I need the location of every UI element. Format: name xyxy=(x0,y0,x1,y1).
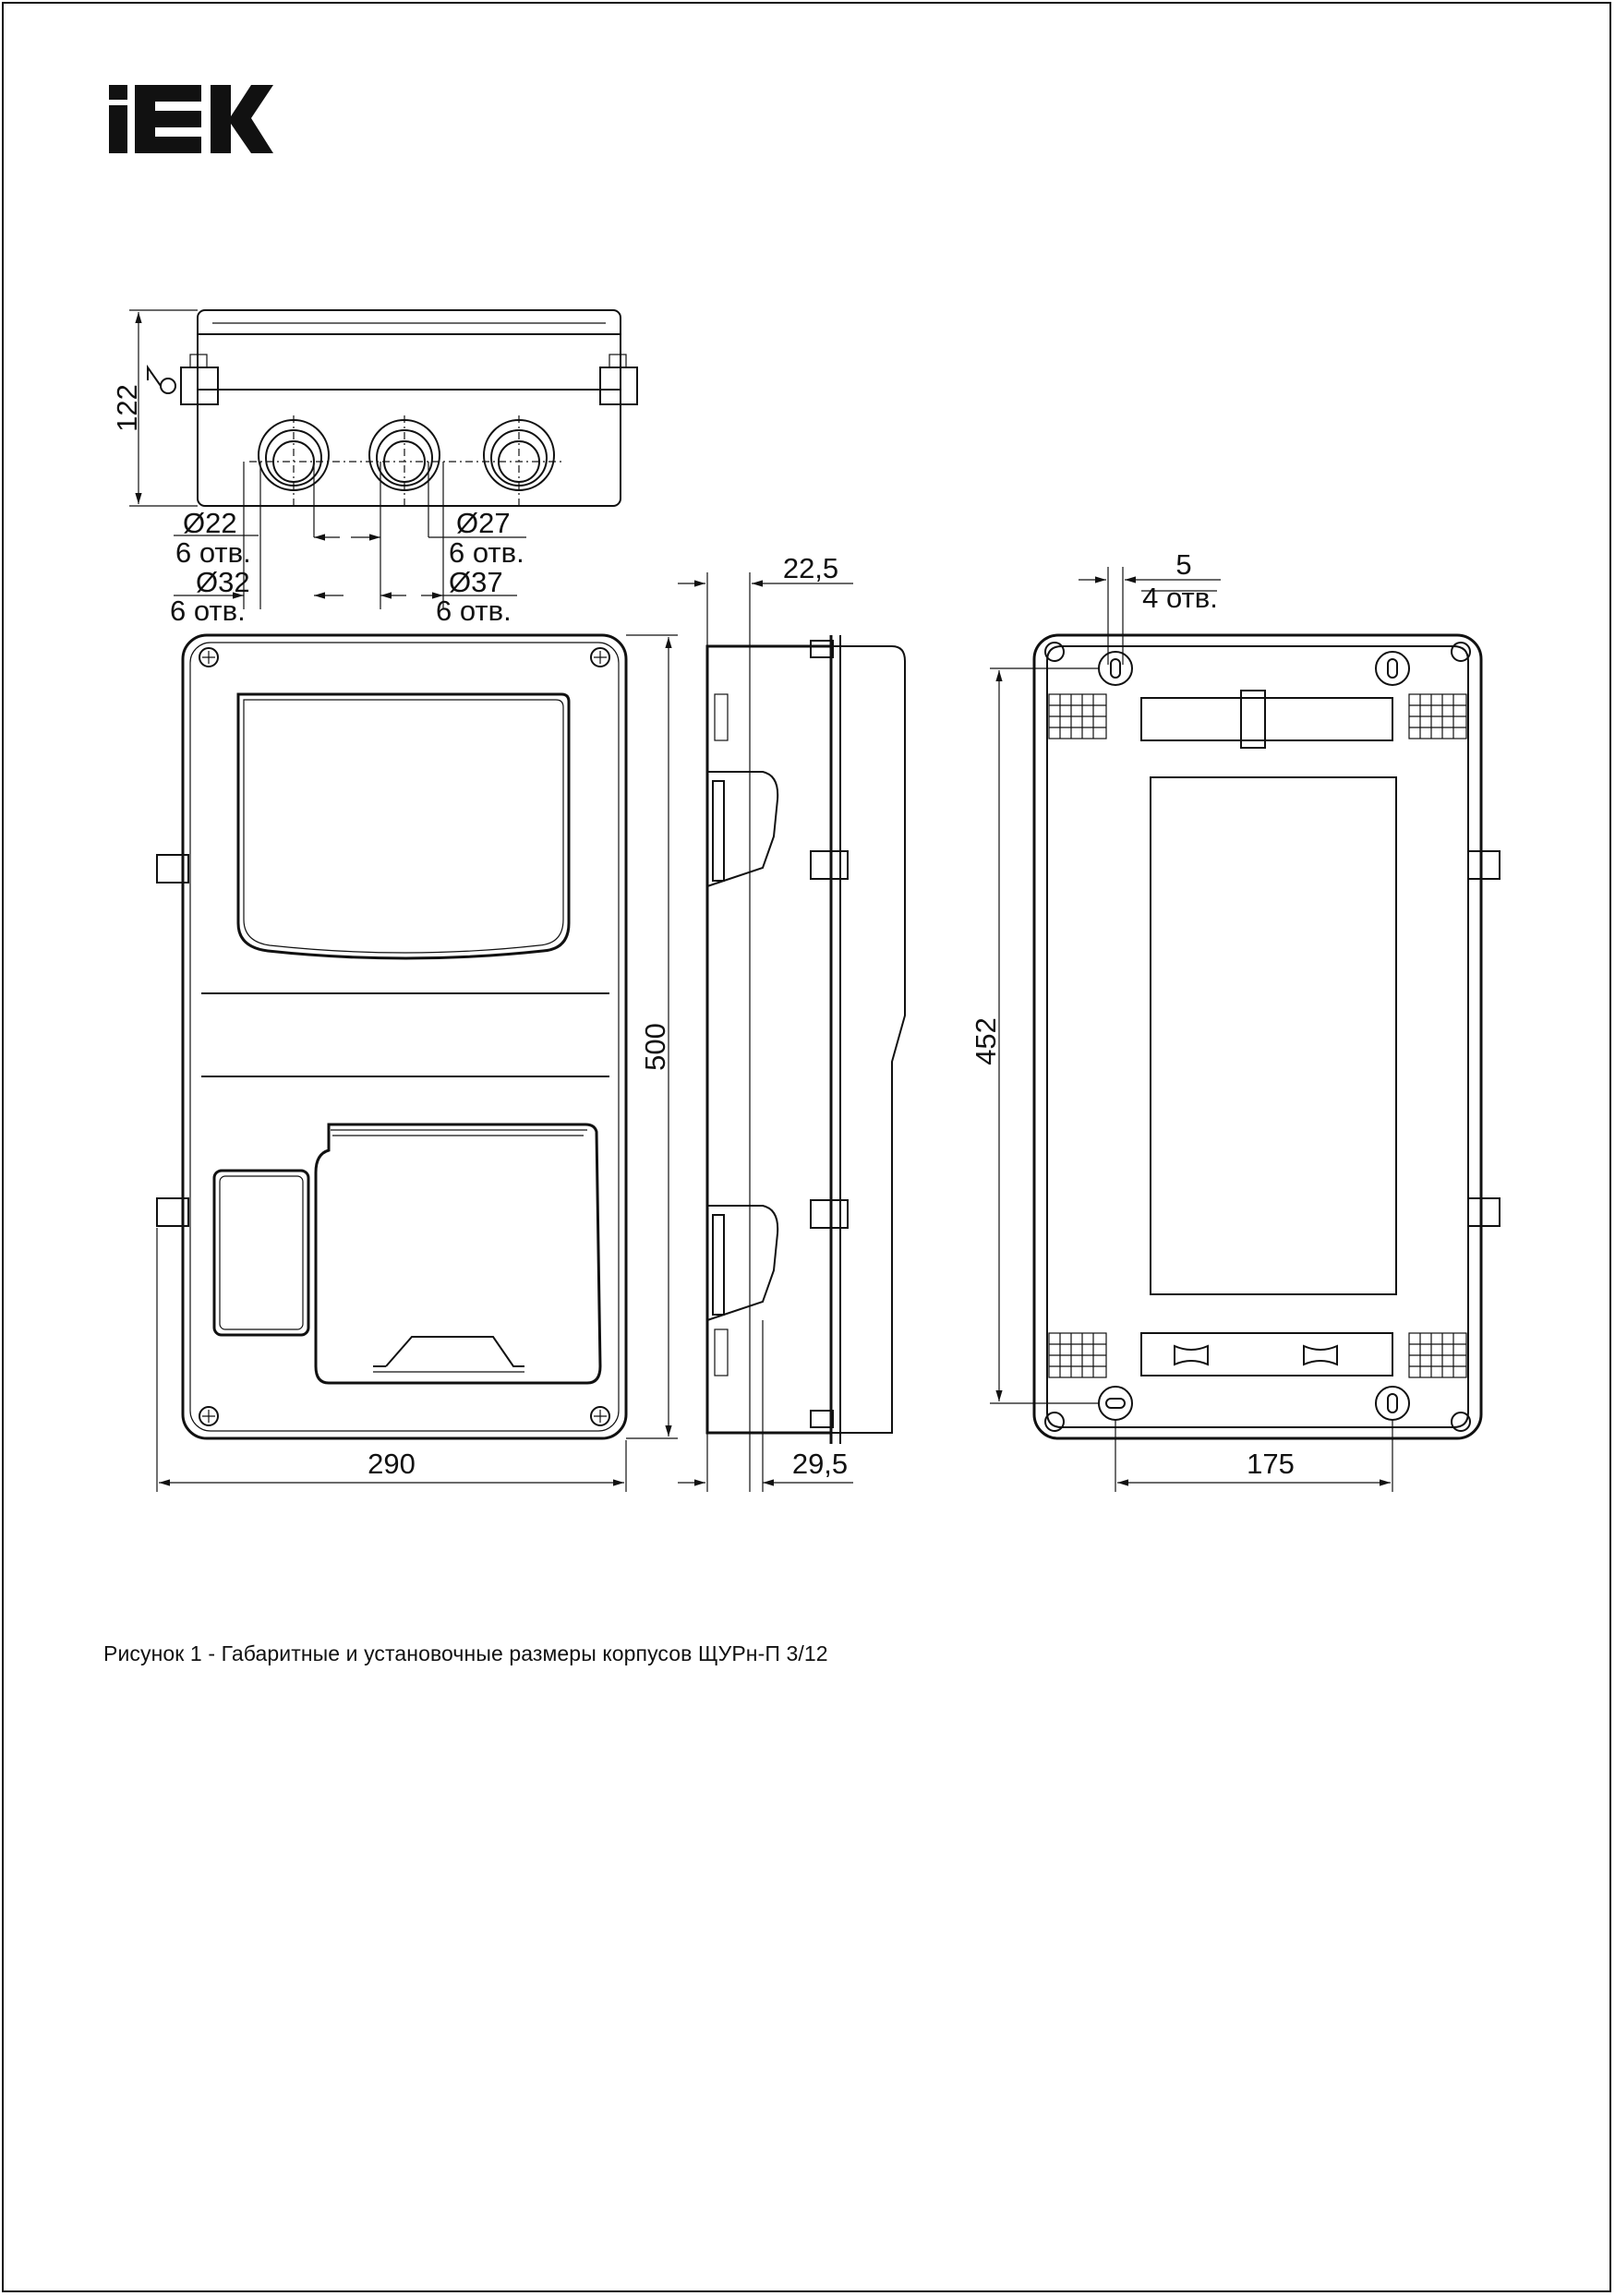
vent-grid-top-left xyxy=(1048,693,1107,739)
screw-back-bl xyxy=(1044,1412,1065,1432)
dim-mount-175: 175 xyxy=(1247,1448,1295,1480)
screw-back-tl xyxy=(1044,642,1065,662)
side-view: 22,5 29,5 xyxy=(678,552,906,1492)
dim-d37-count: 6 отв. xyxy=(436,595,512,627)
vent-grid-top-right xyxy=(1408,693,1467,739)
mount-hole-top-left xyxy=(1098,651,1133,686)
figure-caption: Рисунок 1 - Габаритные и установочные ра… xyxy=(103,1641,828,1665)
dim-d37: Ø37 xyxy=(449,566,503,598)
screw-top-left xyxy=(199,647,219,667)
dim-d32: Ø32 xyxy=(196,566,250,598)
dim-d22-count: 6 отв. xyxy=(175,536,251,569)
screw-top-right xyxy=(590,647,610,667)
mount-hole-top-right xyxy=(1375,651,1410,686)
dim-mount-452: 452 xyxy=(970,1017,1002,1065)
top-view: 122 Ø22 6 отв. Ø27 6 отв. Ø32 6 отв. Ø37… xyxy=(111,309,638,627)
back-view: 5 4 отв. 452 175 xyxy=(970,548,1501,1492)
screw-back-br xyxy=(1451,1412,1471,1432)
dim-depth-29-5: 29,5 xyxy=(792,1448,848,1480)
front-view: 500 290 xyxy=(156,633,678,1492)
vent-grid-bottom-right xyxy=(1408,1332,1467,1378)
screw-bottom-left xyxy=(199,1406,219,1426)
dim-d27: Ø27 xyxy=(456,507,511,539)
screw-bottom-right xyxy=(590,1406,610,1426)
dim-height-500: 500 xyxy=(639,1023,671,1071)
vent-grid-bottom-left xyxy=(1048,1332,1107,1378)
mount-hole-bottom-right xyxy=(1375,1386,1410,1421)
dim-hole-5-count: 4 отв. xyxy=(1142,582,1218,614)
dim-height-122: 122 xyxy=(111,384,143,432)
dim-d32-count: 6 отв. xyxy=(170,595,246,627)
dim-d22: Ø22 xyxy=(183,507,237,539)
dim-hole-5: 5 xyxy=(1175,548,1191,581)
dim-width-290: 290 xyxy=(368,1448,416,1480)
screw-back-tr xyxy=(1451,642,1471,662)
dim-d27-count: 6 отв. xyxy=(449,536,524,569)
mount-hole-bottom-left xyxy=(1098,1386,1133,1421)
dim-depth-22-5: 22,5 xyxy=(783,552,838,584)
iek-logo xyxy=(109,85,273,153)
